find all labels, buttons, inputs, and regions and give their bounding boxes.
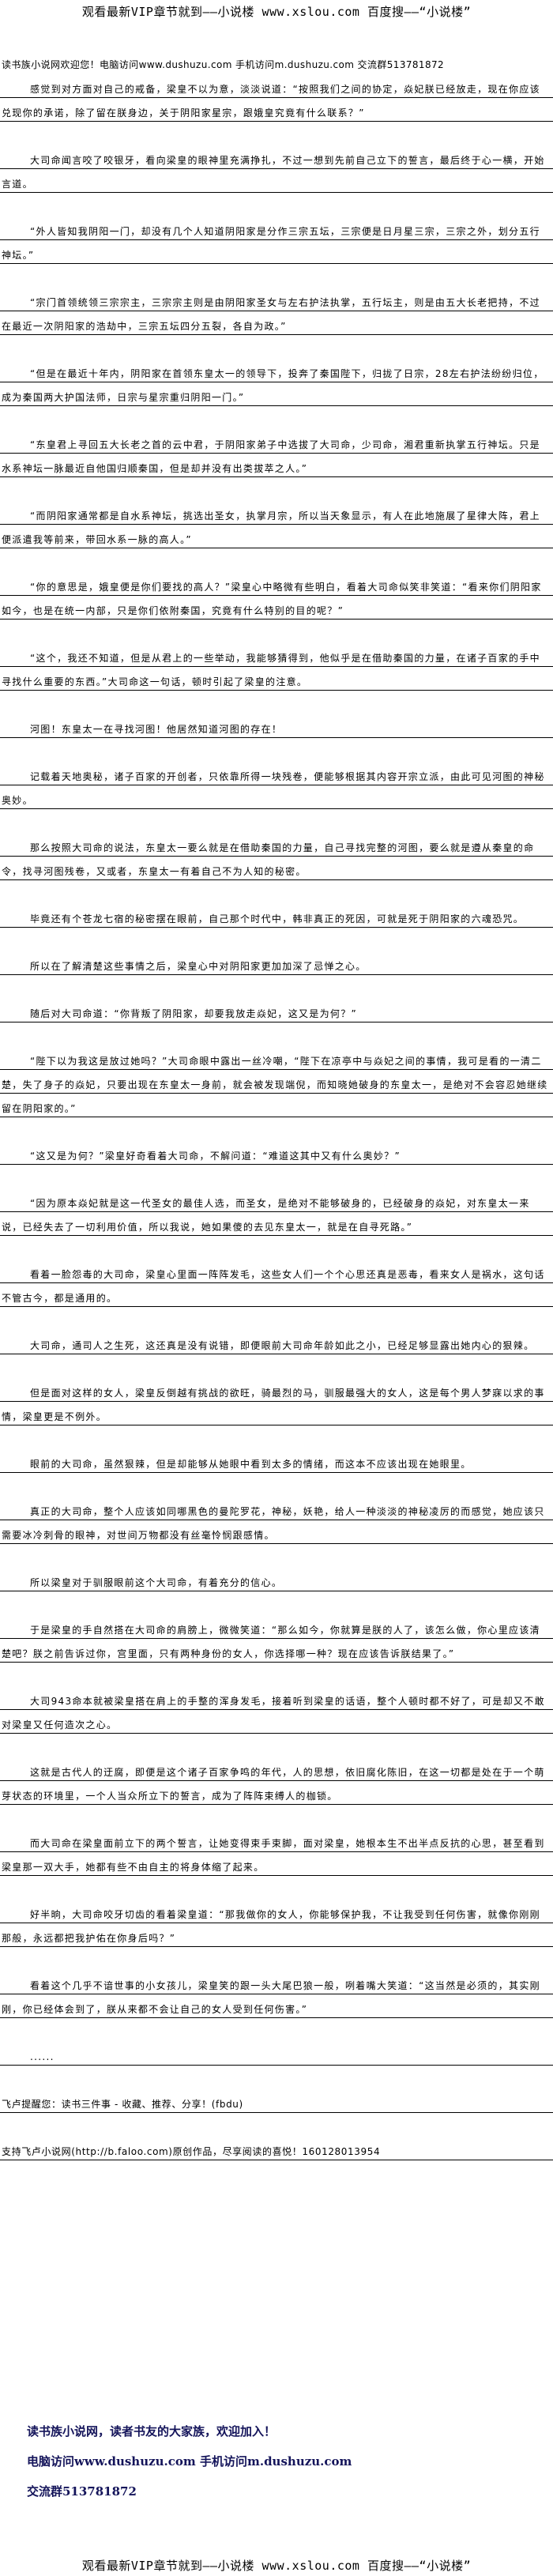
paragraph-text: 河图！东皇太一在寻找河图！他居然知道河图的存在！ — [30, 724, 283, 735]
paragraph: 河图！东皇太一在寻找河图！他居然知道河图的存在！ — [0, 714, 553, 738]
welcome-text: 读书族小说网欢迎您！电脑访问www.dushuzu.com 手机访问m.dush… — [2, 59, 445, 70]
paragraph: 随后对大司命道：“你背叛了阴阳家，却要我放走焱妃，这又是为何？” — [0, 999, 553, 1022]
paragraph-text: ...... — [30, 2051, 55, 2062]
paragraph: 大司943命本就被梁皇搭在肩上的手整的浑身发毛，接着听到梁皇的话语，整个人顿时都… — [0, 1686, 553, 1734]
paragraph: “但是在最近十年内，阴阳家在首领东皇太一的领导下，投奔了秦国陛下，归拢了日宗，2… — [0, 359, 553, 406]
support-note: 支持飞卢小说网(http://b.faloo.com)原创作品，尽享阅读的喜悦！… — [0, 2137, 553, 2160]
note-text: 飞卢提醒您：读书三件事 - 收藏、推荐、分享！(fbdu) — [2, 2099, 243, 2110]
paragraph: 所以梁皇对于驯服眼前这个大司命，有着充分的信心。 — [0, 1568, 553, 1591]
paragraph-text: 看着一脸怨毒的大司命，梁皇心里面一阵阵发毛，这些女人们一个个心思还真是恶毒，看来… — [2, 1269, 545, 1304]
footer-group: 交流群513781872 — [27, 2484, 137, 2499]
paragraph-text: “因为原本焱妃就是这一代圣女的最佳人选，而圣女，是绝对不能够破身的，已经破身的焱… — [2, 1198, 530, 1233]
site-footer: 读书族小说网，读者书友的大家族，欢迎加入！ 电脑访问www.dushuzu.co… — [27, 2423, 352, 2513]
paragraph-text: 眼前的大司命，虽然狠辣，但是却能够从她眼中看到太多的情绪，而这本不应该出现在她眼… — [30, 1459, 472, 1470]
paragraph: “宗门首领统领三宗宗主，三宗宗主则是由阴阳家圣女与左右护法执掌，五行坛主，则是由… — [0, 288, 553, 335]
paragraph: “这个，我还不知道，但是从君上的一些举动，我能够猜得到，他似乎是在借助秦国的力量… — [0, 643, 553, 691]
paragraph-text: “外人皆知我阴阳一门，却没有几个人知道阴阳家是分作三宗五坛，三宗便是日月星三宗，… — [2, 226, 540, 261]
paragraph-text: 看着这个几乎不谙世事的小女孩儿，梁皇笑的跟一头大尾巴狼一般，咧着嘴大笑道：“这当… — [2, 1980, 540, 2015]
paragraph: 那么按照大司命的说法，东皇太一要么就是在借助秦国的力量，自己寻找完整的河图，要么… — [0, 833, 553, 880]
paragraph-text: “但是在最近十年内，阴阳家在首领东皇太一的领导下，投奔了秦国陛下，归拢了日宗，2… — [2, 368, 544, 403]
paragraph: 看着这个几乎不谙世事的小女孩儿，梁皇笑的跟一头大尾巴狼一般，咧着嘴大笑道：“这当… — [0, 1971, 553, 2018]
paragraph: 感觉到对方面对自己的戒备，梁皇不以为意，淡淡说道：“按照我们之间的协定，焱妃朕已… — [0, 74, 553, 122]
paragraph: 但是面对这样的女人，梁皇反倒越有挑战的欲旺，骑最烈的马，驯服最强大的女人，这是每… — [0, 1378, 553, 1425]
paragraph-text: “陛下以为我这是放过她吗？”大司命眼中露出一丝冷嘲，“陛下在凉亭中与焱妃之间的事… — [2, 1056, 548, 1114]
paragraph-text: “宗门首领统领三宗宗主，三宗宗主则是由阴阳家圣女与左右护法执掌，五行坛主，则是由… — [2, 297, 540, 332]
paragraph-text: 毕竟还有个苍龙七宿的秘密摆在眼前，自己那个时代中，韩非真正的死因，可就是死于阴阳… — [30, 913, 525, 925]
paragraph: “陛下以为我这是放过她吗？”大司命眼中露出一丝冷嘲，“陛下在凉亭中与焱妃之间的事… — [0, 1046, 553, 1117]
paragraph-text: 而大司命在梁皇面前立下的两个誓言，让她变得束手束脚，面对梁皇，她根本生不出半点反… — [2, 1838, 545, 1873]
paragraph-text: 所以在了解清楚这些事情之后，梁皇心中对阴阳家更加加深了忌惮之心。 — [30, 961, 367, 972]
chapter-content: 感觉到对方面对自己的戒备，梁皇不以为意，淡淡说道：“按照我们之间的协定，焱妃朕已… — [0, 74, 553, 2184]
paragraph: “而阴阳家通常都是自水系神坛，挑选出圣女，执掌月宗，所以当天象显示，有人在此地施… — [0, 501, 553, 548]
paragraph-text: 大司943命本就被梁皇搭在肩上的手整的浑身发毛，接着听到梁皇的话语，整个人顿时都… — [2, 1696, 545, 1731]
site-banner-bottom: 观看最新VIP章节就到——小说楼 www.xslou.com 百度搜——“小说楼… — [81, 2559, 472, 2573]
paragraph-text: 真正的大司命，整个人应该如同哪黑色的曼陀罗花，神秘，妖艳，给人一种淡淡的神秘凌厉… — [2, 1506, 545, 1541]
paragraph: 大司命闻言咬了咬银牙，看向梁皇的眼神里充满挣扎，不过一想到先前自己立下的誓言，最… — [0, 145, 553, 193]
reminder-note: 飞卢提醒您：读书三件事 - 收藏、推荐、分享！(fbdu) — [0, 2089, 553, 2113]
paragraph-text: “东皇君上寻回五大长老之首的云中君，于阴阳家弟子中选拔了大司命，少司命，湘君重新… — [2, 439, 540, 474]
paragraph: 好半晌，大司命咬牙切齿的看着梁皇道：“那我做你的女人，你能够保护我，不让我受到任… — [0, 1900, 553, 1947]
paragraph: “东皇君上寻回五大长老之首的云中君，于阴阳家弟子中选拔了大司命，少司命，湘君重新… — [0, 430, 553, 477]
paragraph: “你的意思是，娥皇便是你们要找的高人？”梁皇心中略微有些明白，看着大司命似笑非笑… — [0, 572, 553, 620]
paragraph-text: “而阴阳家通常都是自水系神坛，挑选出圣女，执掌月宗，所以当天象显示，有人在此地施… — [2, 510, 540, 545]
paragraph-text: “这又是为何？”梁皇好奇看着大司命，不解问道：“难道这其中又有什么奥妙？” — [30, 1151, 401, 1162]
paragraph-text: 记载着天地奥秘，诸子百家的开创者，只依靠所得一块残卷，便能够根据其内容开宗立派，… — [2, 771, 545, 806]
footer-slogan: 读书族小说网，读者书友的大家族，欢迎加入！ — [27, 2424, 276, 2439]
paragraph-text: 这就是古代人的迂腐，即便是这个诸子百家争鸣的年代，人的思想，依旧腐化陈旧，在这一… — [2, 1767, 545, 1802]
paragraph: ...... — [0, 2042, 553, 2066]
paragraph: 于是梁皇的手自然搭在大司命的肩膀上，微微笑道：“那么如今，你就算是朕的人了，该怎… — [0, 1615, 553, 1663]
paragraph: 记载着天地奥秘，诸子百家的开创者，只依靠所得一块残卷，便能够根据其内容开宗立派，… — [0, 762, 553, 809]
paragraph: 真正的大司命，整个人应该如同哪黑色的曼陀罗花，神秘，妖艳，给人一种淡淡的神秘凌厉… — [0, 1497, 553, 1544]
paragraph: 眼前的大司命，虽然狠辣，但是却能够从她眼中看到太多的情绪，而这本不应该出现在她眼… — [0, 1449, 553, 1473]
paragraph-text: 好半晌，大司命咬牙切齿的看着梁皇道：“那我做你的女人，你能够保护我，不让我受到任… — [2, 1909, 540, 1944]
paragraph-text: 随后对大司命道：“你背叛了阴阳家，却要我放走焱妃，这又是为何？” — [30, 1008, 358, 1019]
footer-urls: 电脑访问www.dushuzu.com 手机访问m.dushuzu.com — [27, 2454, 352, 2469]
paragraph-text: 所以梁皇对于驯服眼前这个大司命，有着充分的信心。 — [30, 1577, 283, 1588]
paragraph: 大司命，通司人之生死，这还真是没有说错，即便眼前大司命年龄如此之小，已经足够显露… — [0, 1331, 553, 1354]
paragraph-text: “这个，我还不知道，但是从君上的一些举动，我能够猜得到，他似乎是在借助秦国的力量… — [2, 653, 540, 687]
paragraph-text: 感觉到对方面对自己的戒备，梁皇不以为意，淡淡说道：“按照我们之间的协定，焱妃朕已… — [2, 84, 540, 119]
paragraph: 所以在了解清楚这些事情之后，梁皇心中对阴阳家更加加深了忌惮之心。 — [0, 951, 553, 975]
paragraph-text: 那么按照大司命的说法，东皇太一要么就是在借助秦国的力量，自己寻找完整的河图，要么… — [2, 842, 535, 877]
paragraph-text: 但是面对这样的女人，梁皇反倒越有挑战的欲旺，骑最烈的马，驯服最强大的女人，这是每… — [2, 1388, 545, 1422]
paragraph: “外人皆知我阴阳一门，却没有几个人知道阴阳家是分作三宗五坛，三宗便是日月星三宗，… — [0, 217, 553, 264]
site-banner-top: 观看最新VIP章节就到——小说楼 www.xslou.com 百度搜——“小说楼… — [81, 5, 472, 19]
paragraph-text: “你的意思是，娥皇便是你们要找的高人？”梁皇心中略微有些明白，看着大司命似笑非笑… — [2, 582, 542, 616]
paragraph-text: 大司命闻言咬了咬银牙，看向梁皇的眼神里充满挣扎，不过一想到先前自己立下的誓言，最… — [2, 155, 545, 190]
paragraph: 看着一脸怨毒的大司命，梁皇心里面一阵阵发毛，这些女人们一个个心思还真是恶毒，看来… — [0, 1260, 553, 1307]
paragraph-text: 于是梁皇的手自然搭在大司命的肩膀上，微微笑道：“那么如今，你就算是朕的人了，该怎… — [2, 1625, 540, 1659]
paragraph: “因为原本焱妃就是这一代圣女的最佳人选，而圣女，是绝对不能够破身的，已经破身的焱… — [0, 1188, 553, 1236]
paragraph: 毕竟还有个苍龙七宿的秘密摆在眼前，自己那个时代中，韩非真正的死因，可就是死于阴阳… — [0, 904, 553, 928]
paragraph: “这又是为何？”梁皇好奇看着大司命，不解问道：“难道这其中又有什么奥妙？” — [0, 1141, 553, 1165]
paragraph: 这就是古代人的迂腐，即便是这个诸子百家争鸣的年代，人的思想，依旧腐化陈旧，在这一… — [0, 1757, 553, 1805]
paragraph: 而大司命在梁皇面前立下的两个誓言，让她变得束手束脚，面对梁皇，她根本生不出半点反… — [0, 1828, 553, 1876]
paragraph-text: 大司命，通司人之生死，这还真是没有说错，即便眼前大司命年龄如此之小，已经足够显露… — [30, 1340, 535, 1351]
note-text: 支持飞卢小说网(http://b.faloo.com)原创作品，尽享阅读的喜悦！… — [2, 2146, 381, 2157]
